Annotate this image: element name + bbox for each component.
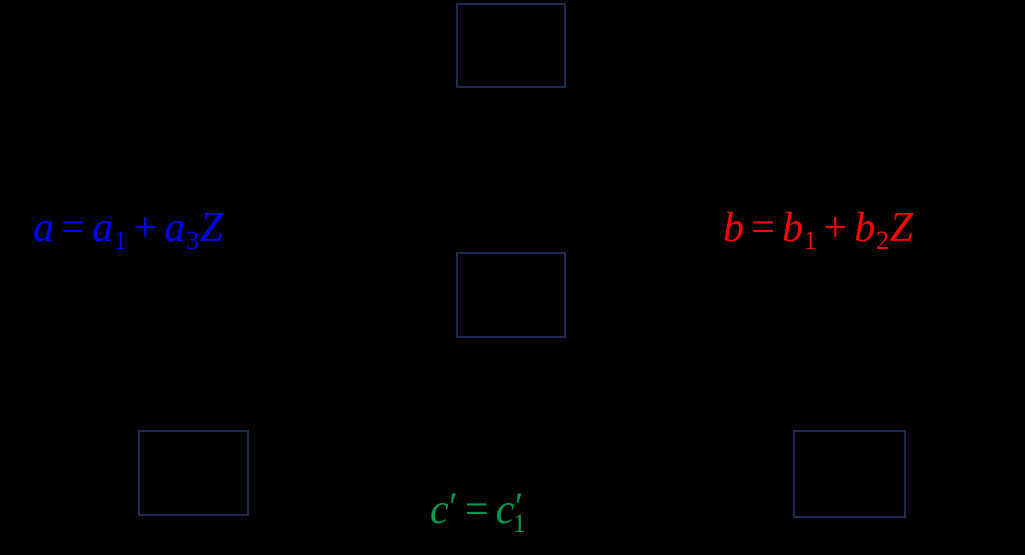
formula-a-term1-sub: 1 <box>113 225 127 255</box>
formula-b-plus: + <box>823 205 848 251</box>
formula-a-term1-var: a <box>92 205 114 251</box>
bottom-right-box <box>793 430 906 518</box>
formula-b-lhs: b <box>723 205 745 251</box>
formula-a-term2-sub: 3 <box>186 225 200 255</box>
formula-a-equals: = <box>61 205 86 251</box>
formula-b-term2-sub: 2 <box>876 225 890 255</box>
formula-c-equals: = <box>464 487 490 533</box>
bottom-left-box <box>138 430 249 516</box>
formula-c-rhs-sub: 1 <box>512 508 526 538</box>
formula-a-lhs: a <box>33 205 55 251</box>
formula-a-term2-factor: Z <box>199 205 224 251</box>
formula-c-rhs-prime: ′ <box>514 486 524 529</box>
formula-c-rhs: c <box>495 487 515 533</box>
top-center-box <box>456 3 566 88</box>
formula-b-term2-factor: Z <box>889 205 914 251</box>
formula-c-lhs-prime: ′ <box>449 486 459 529</box>
formula-a-plus: + <box>133 205 158 251</box>
formula-b-term1-var: b <box>782 205 804 251</box>
formula-c-green: c′=c′1 <box>430 486 537 537</box>
formula-c-lhs: c <box>430 487 450 533</box>
formula-a-blue: a=a1+a3Z <box>33 205 224 253</box>
formula-b-term1-sub: 1 <box>803 225 817 255</box>
middle-center-box <box>456 252 566 338</box>
formula-b-term2-var: b <box>854 205 876 251</box>
formula-a-term2-var: a <box>164 205 186 251</box>
formula-b-equals: = <box>751 205 776 251</box>
formula-b-red: b=b1+b2Z <box>723 205 914 253</box>
